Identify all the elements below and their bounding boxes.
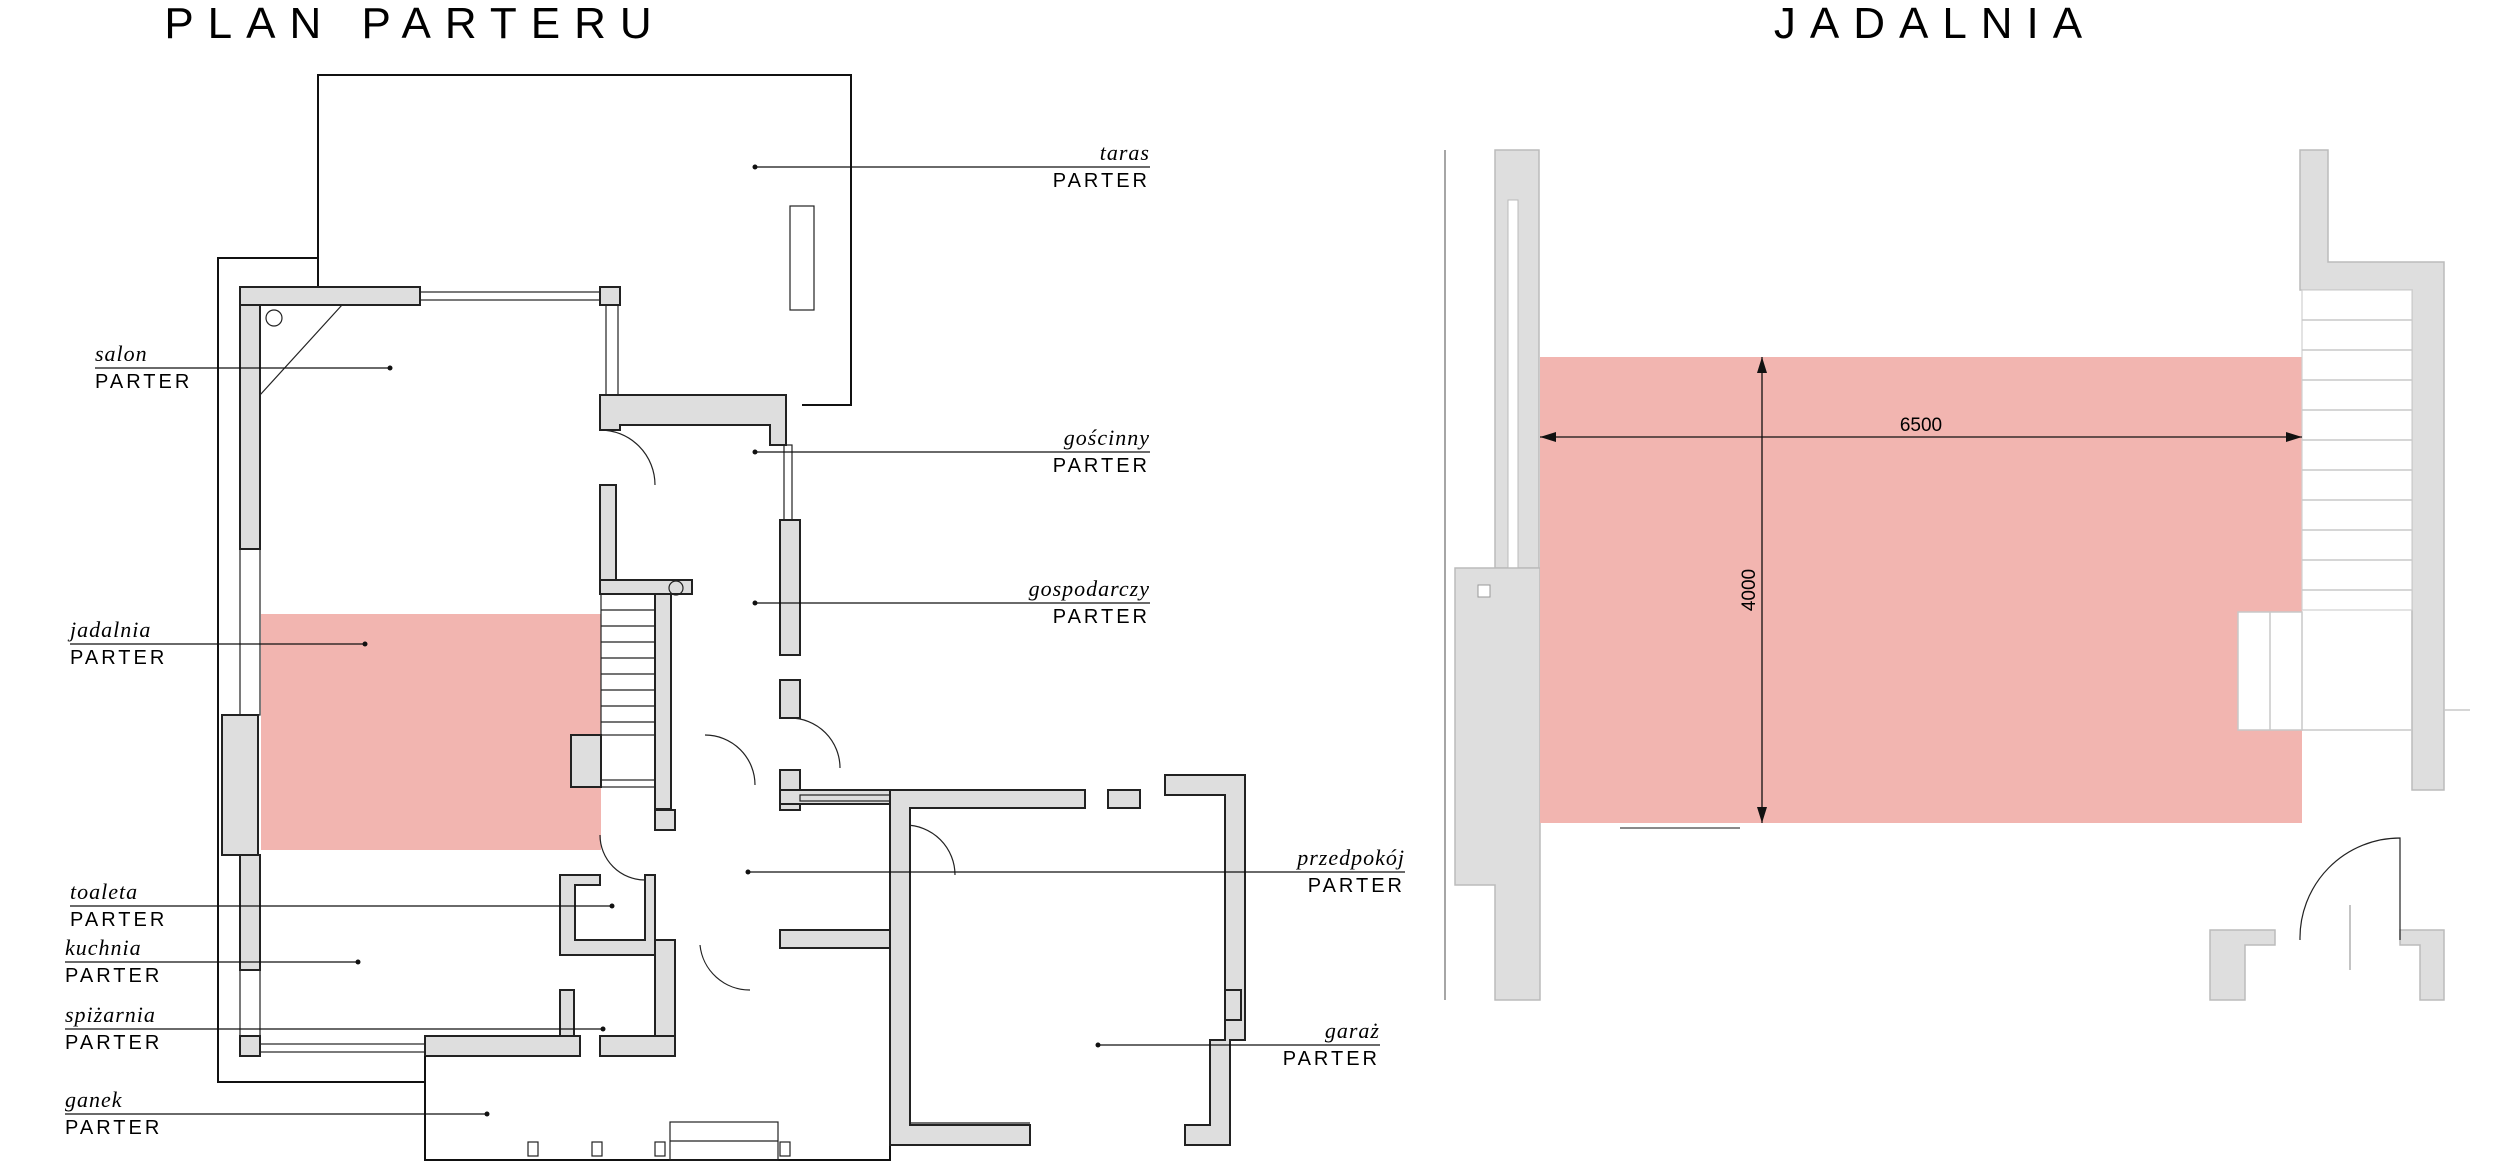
porch-post-4 [779, 1141, 791, 1157]
svg-text:PARTER: PARTER [1053, 606, 1150, 628]
garage-window-pier [1224, 989, 1242, 1021]
window-left [239, 548, 261, 716]
svg-text:spiżarnia: spiżarnia [65, 1002, 156, 1027]
fireplace-icon [265, 309, 283, 327]
wall-utility-right [779, 519, 801, 656]
svg-text:PARTER: PARTER [65, 1117, 162, 1139]
room-label-goscinny: gościnny PARTER [1053, 425, 1150, 477]
svg-text:gościnny: gościnny [1064, 425, 1150, 450]
wall-garage-right [1164, 774, 1246, 1146]
room-label-gospodarczy: gospodarczy PARTER [1029, 576, 1150, 628]
room-label-salon: salon PARTER [95, 341, 192, 393]
wall-left-lower [239, 854, 261, 971]
wall-toilet [559, 874, 656, 956]
room-label-taras: taras PARTER [1053, 140, 1150, 192]
svg-text:PARTER: PARTER [1053, 455, 1150, 477]
detail-stairs [2301, 289, 2413, 611]
wall-utility-bottom [779, 679, 801, 719]
svg-text:PARTER: PARTER [1053, 170, 1150, 192]
door-guest [599, 429, 656, 486]
svg-text:PARTER: PARTER [95, 371, 192, 393]
terrace-outline [317, 74, 852, 406]
wall-left-upper [239, 286, 261, 550]
room-label-przedpokoj: przedpokój PARTER [1295, 845, 1405, 897]
wall-top-left [239, 286, 421, 306]
plot-outline [217, 257, 425, 1083]
staircase [570, 593, 656, 788]
room-label-spizarnia: spiżarnia PARTER [65, 1002, 162, 1054]
svg-text:przedpokój: przedpokój [1295, 845, 1405, 870]
porch-post-3 [654, 1141, 666, 1157]
fireplace-diagonal [259, 304, 343, 396]
dimension-height-label: 4000 [1739, 569, 1760, 611]
window-right [605, 304, 619, 396]
svg-text:PARTER: PARTER [65, 965, 162, 987]
door-toilet [599, 834, 646, 881]
wall-stair-top [599, 579, 693, 595]
wall-hall-garage [779, 789, 891, 805]
room-label-kuchnia: kuchnia PARTER [65, 935, 162, 987]
wall-left-bay [221, 714, 259, 856]
room-label-jadalnia: jadalnia PARTER [67, 617, 167, 669]
wall-hall-bottom [779, 929, 891, 949]
terrace-bench [789, 205, 815, 311]
svg-text:garaż: garaż [1325, 1018, 1380, 1043]
room-label-toaleta: toaleta PARTER [70, 879, 167, 931]
svg-text:toaleta: toaleta [70, 879, 138, 904]
ground-floor-plan: taras PARTER salon PARTER gościnny PARTE… [65, 74, 1405, 1161]
room-label-ganek: ganek PARTER [65, 1087, 162, 1139]
svg-text:taras: taras [1100, 140, 1150, 165]
door-utility [704, 734, 756, 786]
svg-text:ganek: ganek [65, 1087, 123, 1112]
corner-bottom-left [239, 1035, 261, 1057]
detail-door [2299, 837, 2401, 941]
svg-text:PARTER: PARTER [1308, 875, 1405, 897]
detail-wall-bottom-left [2209, 929, 2276, 1001]
svg-text:PARTER: PARTER [1283, 1048, 1380, 1070]
svg-text:kuchnia: kuchnia [65, 935, 142, 960]
dining-room-detail: 6500 4000 [1444, 149, 2470, 1001]
wall-stair-left [599, 484, 617, 586]
svg-text:PARTER: PARTER [65, 1032, 162, 1054]
room-leaders [65, 164, 1405, 1117]
plan-title: PLAN PARTERU [164, 0, 665, 48]
svg-text:PARTER: PARTER [70, 909, 167, 931]
dimension-width-label: 6500 [1900, 415, 1942, 436]
svg-text:PARTER: PARTER [70, 647, 167, 669]
window-top [419, 291, 601, 301]
wall-top-right [599, 286, 621, 306]
detail-dining-highlight [1540, 357, 2302, 823]
wall-garage-left [889, 789, 1086, 1146]
porch-post-2 [591, 1141, 603, 1157]
wall-bottom-kitchen [424, 1035, 581, 1057]
garage-column [1107, 789, 1141, 809]
door-garage [904, 824, 956, 876]
room-label-garaz: garaż PARTER [1283, 1018, 1380, 1070]
porch-post-1 [527, 1141, 539, 1157]
detail-title: JADALNIA [1774, 0, 2096, 48]
boiler-icon [668, 580, 684, 596]
window-bottom [259, 1043, 426, 1053]
wall-stair-right [654, 593, 672, 810]
door-hall [789, 717, 841, 769]
dining-room-highlight [261, 614, 601, 850]
detail-wall-bottom-right [2399, 929, 2445, 1001]
svg-text:gospodarczy: gospodarczy [1029, 576, 1150, 601]
wall-bottom-right [599, 1035, 676, 1057]
detail-wall-left-bay [1454, 567, 1541, 1001]
svg-text:salon: salon [95, 341, 148, 366]
svg-text:jadalnia: jadalnia [67, 617, 151, 642]
wall-hall-left [654, 809, 676, 831]
door-kitchen [699, 944, 751, 991]
window-guest [783, 444, 793, 521]
